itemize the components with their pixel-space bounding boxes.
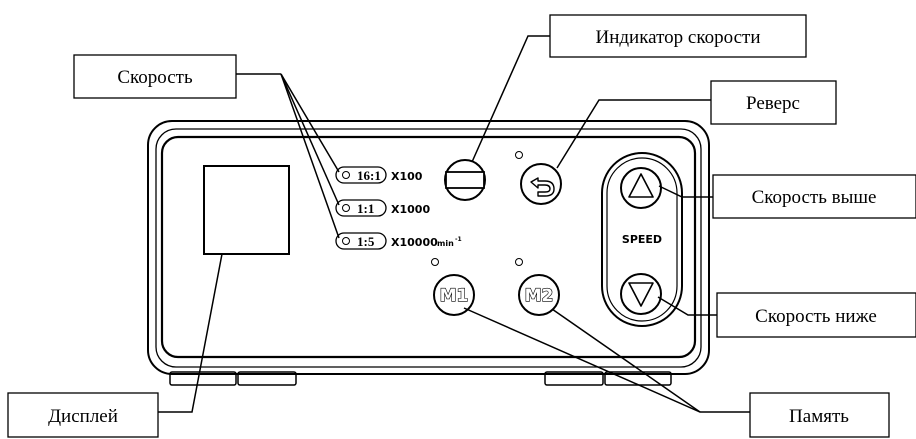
callout-speed-up-text: Скорость выше xyxy=(752,187,877,208)
speed-down-button[interactable] xyxy=(620,273,662,315)
device-feet xyxy=(169,371,672,386)
mult-2-label: X1000 xyxy=(391,203,430,216)
callout-speed-indicator: Индикатор скорости xyxy=(549,14,807,58)
ratio-3-led-icon xyxy=(342,237,350,245)
m1-led-icon xyxy=(431,258,439,266)
ratio-1-led-icon xyxy=(342,171,350,179)
speed-word: SPEED xyxy=(622,233,662,246)
m2-button[interactable]: M2 xyxy=(518,274,560,316)
m1-label: M1 xyxy=(440,286,469,306)
callout-speed-down: Скорость ниже xyxy=(716,292,916,338)
m2-led-icon xyxy=(515,258,523,266)
reverse-button[interactable] xyxy=(520,163,562,205)
ratio-row-1: 16:1 X100 xyxy=(335,166,423,184)
m2-label: M2 xyxy=(525,286,554,306)
ratio-row-3: 1:5 X10000 min -1 xyxy=(335,232,462,250)
callout-reverse-text: Реверс xyxy=(746,93,800,114)
callout-memory-text: Память xyxy=(789,406,849,427)
ratio-2-label: 1:1 xyxy=(357,201,374,216)
unit-label: min xyxy=(437,239,454,248)
speed-up-button[interactable] xyxy=(620,167,662,209)
callout-display: Дисплей xyxy=(7,392,159,438)
reverse-led-icon xyxy=(515,151,523,159)
m1-button[interactable]: M1 xyxy=(433,274,475,316)
callout-speed-text: Скорость xyxy=(117,67,193,88)
callout-display-text: Дисплей xyxy=(48,406,118,427)
mult-1-label: X100 xyxy=(391,170,423,183)
reverse-arrow-icon xyxy=(530,177,555,197)
ratio-row-2: 1:1 X1000 xyxy=(335,199,430,217)
ratio-1-label: 16:1 xyxy=(357,168,381,183)
ratio-2-led-icon xyxy=(342,204,350,212)
speed-indicator xyxy=(444,159,486,201)
leader-lines xyxy=(158,35,750,413)
triangle-down-icon xyxy=(628,282,654,307)
unit-exponent: -1 xyxy=(455,236,462,243)
mult-3-label: X10000 xyxy=(391,236,438,249)
callout-memory: Память xyxy=(749,392,890,438)
callout-speed-down-text: Скорость ниже xyxy=(755,306,877,327)
callout-speed-indicator-text: Индикатор скорости xyxy=(596,27,761,48)
triangle-up-icon xyxy=(628,173,654,198)
device-body xyxy=(147,120,710,375)
callout-speed: Скорость xyxy=(73,54,237,99)
ratio-3-label: 1:5 xyxy=(357,234,375,249)
callout-reverse: Реверс xyxy=(710,80,837,125)
callout-speed-up: Скорость выше xyxy=(712,174,916,219)
display-screen xyxy=(203,165,290,255)
